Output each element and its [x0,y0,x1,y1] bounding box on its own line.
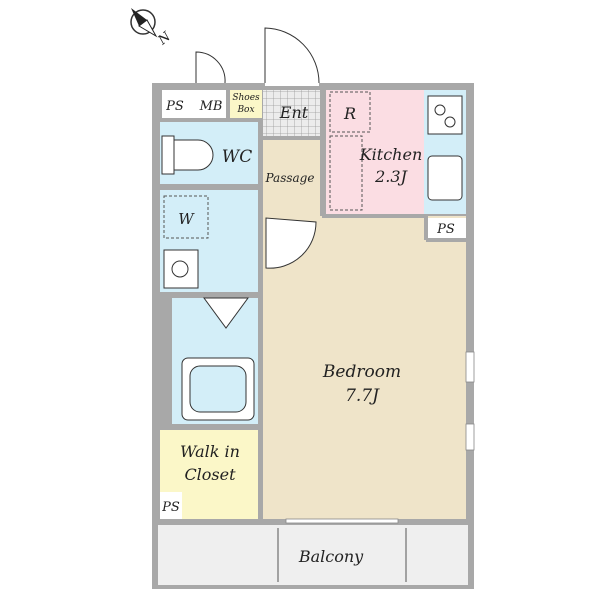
ps-bottom-area [160,492,182,519]
fridge-space [329,91,371,133]
box-label: Box [236,105,254,115]
entrance-door-swing [264,27,320,84]
walkin-label-2: Closet [184,465,236,484]
washer-label: W [178,210,195,228]
stove-icon [427,95,463,135]
bath-door-swing [203,297,249,329]
bedroom-size-label: 7.7J [345,386,380,406]
shoes-box-area [230,90,262,118]
toilet-icon [161,135,214,175]
bathtub-icon [181,357,255,421]
kitchen-sink-icon [427,155,463,201]
side-window-upper [465,351,475,383]
ps-bottom-label: PS [161,500,180,515]
kitchen-size-label: 2.3J [374,167,408,186]
compass-needle-icon [131,8,147,26]
passage-label: Passage [265,171,315,185]
walkin-label-1: Walk in [180,442,240,461]
ps-top-label: PS [165,99,184,114]
entrance-label: Ent [279,103,309,122]
kitchen-floor [326,90,424,214]
washer-space [163,195,209,239]
balcony-label: Balcony [298,547,364,566]
kitchen-storage-space [329,135,363,211]
wc-label: WC [222,147,252,167]
shoes-label: Shoes [232,93,260,103]
compass-north-label: N [155,29,175,49]
sink-icon [163,249,199,289]
bedroom-floor [263,216,466,519]
side-window-lower [465,423,475,451]
bedroom-door-swing [265,217,317,269]
ps-top-area [162,90,226,118]
bedroom-label: Bedroom [322,362,401,382]
compass: N [130,8,175,49]
balcony-window [285,518,399,524]
mb-label: MB [199,99,223,114]
entrance-floor [263,90,321,136]
balcony-floor [158,525,468,585]
kitchen-label: Kitchen [359,145,423,164]
passage-floor [263,140,320,216]
fridge-label: R [343,104,356,123]
ps-kitchen-area [428,218,466,238]
mb-door-swing [195,51,226,84]
ps-kitchen-label: PS [436,222,455,237]
